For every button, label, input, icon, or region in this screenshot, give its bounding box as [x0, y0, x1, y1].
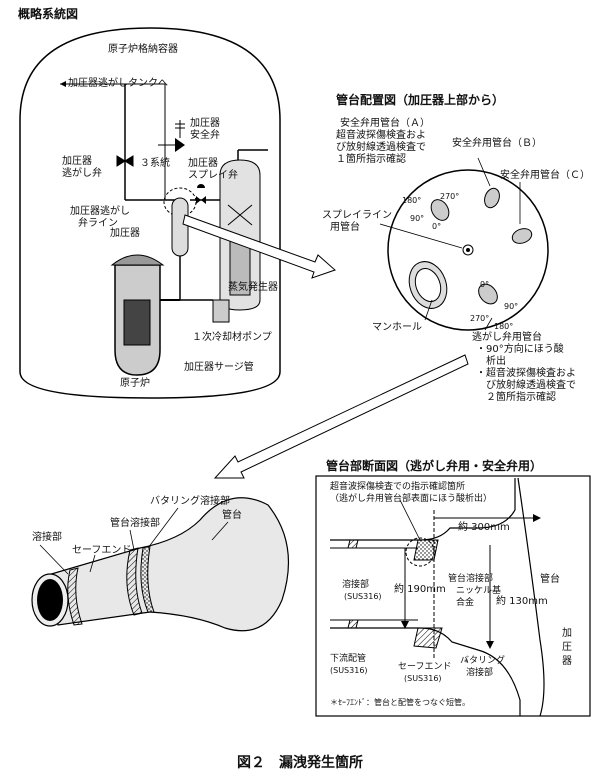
- relief-nozzle-note-5: ２箇所指示確認: [486, 392, 556, 403]
- section-frame: [315, 475, 591, 717]
- section-nozzle-weld-material-2: 合金: [456, 598, 475, 608]
- relief-nozzle-note-2: 析出: [486, 356, 506, 367]
- section-weld-label: 溶接部: [342, 580, 370, 590]
- safety-valve-symbol: [175, 138, 185, 152]
- relief-valve-symbol: [116, 155, 134, 167]
- pipe-buttering-label: バタリング溶接部: [150, 496, 230, 507]
- pipe-weld-label: 溶接部: [32, 532, 62, 543]
- ut-note-1: 超音波探傷検査での指示確認箇所: [330, 482, 466, 492]
- relief-valve-label-1: 加圧器: [62, 156, 92, 167]
- pressurizer-vessel: [171, 197, 189, 257]
- nozzle-a-note-1: 超音波探傷検査およ: [336, 130, 426, 141]
- nozzle-a-note-3: １箇所指示確認: [336, 154, 406, 165]
- section-nozzle-label: 管台: [540, 574, 560, 585]
- section-footnote: ＊ｾｰﾌｴﾝﾄﾞ：管台と配管をつなぐ短管。: [330, 698, 470, 707]
- pressurizer-label: 加圧器: [110, 228, 140, 239]
- section-nozzle-weld-label: 管台溶接部: [448, 574, 494, 584]
- pipe-weld-band: [67, 567, 83, 626]
- downstream-label: 下流配管: [330, 654, 367, 664]
- angle-r-180: 180°: [494, 322, 514, 331]
- manhole-label: マンホール: [372, 322, 422, 333]
- pipe-nozzle-body: [47, 497, 290, 632]
- nozzle-a-note-2: び放射線透過検査で: [336, 142, 426, 153]
- spray-nozzle-label-2: 用管台: [330, 222, 360, 233]
- angle-a-0: 0°: [432, 222, 442, 231]
- loop-label: ３系統: [140, 158, 170, 169]
- angle-r-0: 0°: [480, 280, 490, 289]
- reactor-label: 原子炉: [120, 378, 150, 389]
- section-pressurizer-2: 圧: [562, 642, 572, 653]
- pipe-nozzle-label: 管台: [222, 510, 242, 521]
- safety-valve-label-1: 加圧器: [190, 118, 220, 129]
- relief-tank-label: 加圧器逃がしタンクへ: [68, 78, 168, 89]
- spray-nozzle-label-1: スプレイライン: [322, 210, 392, 221]
- plan-head-circle: [387, 169, 549, 331]
- steam-generator-label: 蒸気発生器: [228, 282, 278, 293]
- section-weld-material: (SUS316): [344, 592, 382, 601]
- coolant-pump-label: １次冷却材ポンプ: [192, 332, 272, 343]
- relief-nozzle-note-3: ・超音波探傷検査およ: [476, 368, 576, 379]
- safe-end-material: (SUS316): [404, 674, 442, 683]
- layout-plan-title: 管台配置図（加圧器上部から）: [336, 93, 505, 107]
- relief-nozzle-note-4: び放射線透過検査で: [486, 380, 576, 391]
- relief-line-label-2: 弁ライン: [78, 218, 118, 229]
- relief-line-label-1: 加圧器逃がし: [70, 206, 130, 217]
- spray-valve-label-1: 加圧器: [188, 158, 218, 169]
- coolant-pump: [212, 299, 230, 323]
- angle-a-180: 180°: [402, 196, 422, 205]
- pipe-nozzle-weld-band: [126, 547, 143, 616]
- containment-vessel: [19, 27, 281, 399]
- spray-valve-label-2: スプレイ弁: [188, 170, 238, 181]
- relief-nozzle-label: 逃がし弁用管台: [472, 332, 542, 343]
- dim-190: 約 190mm: [394, 584, 446, 595]
- containment-label: 原子炉格納容器: [108, 44, 178, 55]
- buttering-label-2: 溶接部: [466, 668, 494, 678]
- safety-valve-label-2: 安全弁: [190, 130, 220, 141]
- overview-title: 概略系統図: [18, 7, 79, 21]
- downstream-material: (SUS316): [330, 666, 368, 675]
- ut-note-2: （逃がし弁用管台部表面にほう酸析出）: [330, 494, 493, 504]
- nozzle-a-label: 安全弁用管台（Ａ）: [340, 118, 430, 129]
- angle-a-90: 90°: [410, 214, 425, 223]
- dim-130: 約 130mm: [496, 596, 548, 607]
- section-title: 管台部断面図（逃がし弁用・安全弁用）: [326, 459, 543, 473]
- nozzle-b-label: 安全弁用管台（Ｂ）: [452, 138, 542, 149]
- relief-nozzle-note-1: ・90°方向にほう酸: [476, 344, 564, 355]
- surge-line-label: 加圧器サージ管: [184, 362, 254, 373]
- section-pressurizer-3: 器: [562, 656, 572, 667]
- safe-end-label: セーフエンド: [398, 662, 452, 672]
- section-pressurizer-1: 加: [562, 628, 572, 639]
- section-nozzle-weld-material-1: ニッケル基: [456, 586, 502, 596]
- safe-end-mark: *: [464, 658, 468, 667]
- figure-caption: 図２ 漏洩発生箇所: [237, 755, 363, 771]
- angle-r-90: 90°: [504, 302, 519, 311]
- relief-valve-label-2: 逃がし弁: [62, 168, 102, 179]
- pipe-safe-end-label: セーフエンド: [72, 545, 132, 556]
- spray-valve-symbol: [196, 196, 206, 204]
- buttering-label-1: バタリング: [460, 656, 506, 666]
- pipe-nozzle-weld-label: 管台溶接部: [110, 518, 160, 529]
- dim-300: 約 300mm: [458, 522, 510, 533]
- angle-a-270: 270°: [440, 192, 460, 201]
- angle-r-270: 270°: [470, 314, 490, 323]
- nozzle-c-label: 安全弁用管台（Ｃ）: [500, 170, 590, 181]
